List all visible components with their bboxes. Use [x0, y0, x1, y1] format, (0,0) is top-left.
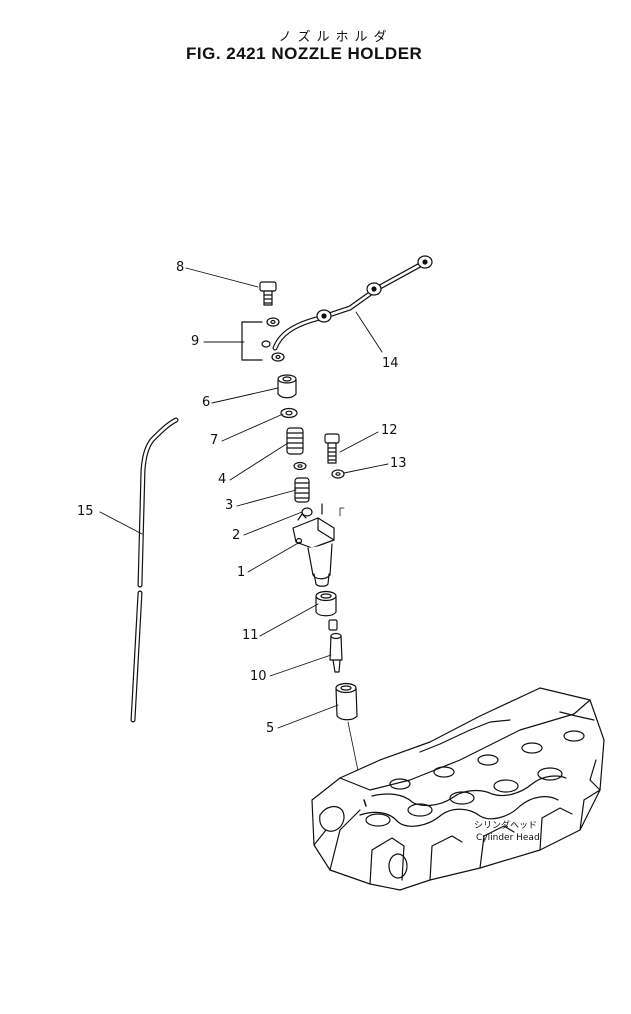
assembly-centerline-upper	[339, 507, 345, 517]
leader-3	[236, 489, 297, 507]
callout-6: 6	[202, 395, 211, 410]
part-11-cap	[315, 590, 337, 617]
part-5-sleeve	[335, 682, 358, 721]
leader-13	[343, 463, 389, 474]
cylinder-head-label-jp: シリンダヘッド	[474, 821, 538, 831]
cylinder-head-label-en: Cylinder Head	[476, 833, 540, 843]
callout-15: 15	[77, 504, 94, 519]
callout-4: 4	[218, 472, 227, 487]
callout-14: 14	[382, 356, 399, 371]
part-10-nozzle	[328, 619, 343, 673]
callout-9: 9	[191, 334, 200, 349]
part-9-washer-set	[241, 317, 285, 362]
part-4-retainer	[286, 427, 304, 455]
part-14-fuel-pipe	[272, 255, 433, 351]
callout-5: 5	[266, 721, 275, 736]
leader-14	[355, 311, 383, 353]
part-8-bolt	[259, 281, 277, 306]
diagram-title: FIG. 2421 NOZZLE HOLDER	[186, 44, 423, 63]
callout-10: 10	[250, 669, 267, 684]
part-3-spring	[294, 477, 310, 503]
callout-8: 8	[176, 260, 185, 275]
part-15-dipstick	[130, 417, 179, 723]
callout-3: 3	[225, 498, 234, 513]
leader-10	[269, 654, 332, 677]
callout-12: 12	[381, 423, 398, 438]
part-13-washer	[331, 469, 345, 479]
leader-2	[243, 511, 303, 536]
leader-8	[185, 267, 259, 288]
callout-7: 7	[210, 433, 219, 448]
leader-15	[99, 511, 143, 535]
callout-1: 1	[237, 565, 246, 580]
leader-lines	[99, 267, 389, 729]
leader-12	[339, 431, 379, 453]
part-1-nozzle-holder-body	[292, 503, 335, 587]
part-spacer-washer	[293, 461, 307, 471]
leader-4	[229, 442, 289, 481]
part-6-nut	[277, 374, 297, 399]
leader-5	[277, 704, 339, 729]
leader-11	[259, 603, 319, 637]
leader-7	[221, 413, 284, 442]
callout-13: 13	[390, 456, 407, 471]
diagram-title-japanese: ノズルホルダ	[278, 30, 393, 45]
callout-2: 2	[232, 528, 241, 543]
leader-1	[247, 541, 301, 573]
callout-11: 11	[242, 628, 259, 643]
part-12-bolt	[324, 433, 340, 464]
cylinder-head	[311, 687, 605, 891]
part-7-washer	[280, 407, 298, 419]
leader-6	[211, 387, 279, 404]
